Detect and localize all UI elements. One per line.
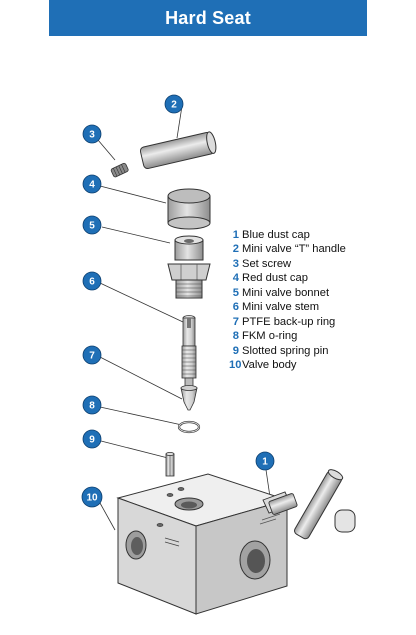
- svg-text:5: 5: [89, 221, 95, 232]
- legend-number: 3: [232, 257, 239, 270]
- legend-label: Set screw: [242, 257, 292, 270]
- callout-8: 8: [82, 395, 102, 415]
- legend-label: Mini valve stem: [242, 301, 320, 314]
- installed-handle-assembly: [268, 469, 356, 540]
- callout-9: 9: [82, 429, 102, 449]
- legend-label: Red dust cap: [242, 272, 308, 285]
- svg-text:6: 6: [89, 277, 95, 288]
- part-valve-stem: [181, 315, 197, 387]
- svg-text:3: 3: [89, 130, 95, 141]
- callout-6: 6: [82, 271, 102, 291]
- callout-5: 5: [82, 215, 102, 235]
- part-valve-body: [116, 473, 292, 615]
- callout-10: 10: [81, 486, 103, 508]
- svg-text:8: 8: [89, 401, 95, 412]
- legend-item: 10Valve body: [229, 358, 414, 372]
- legend-label: Slotted spring pin: [242, 344, 329, 357]
- svg-text:10: 10: [86, 493, 98, 504]
- part-spring-pin: [165, 451, 175, 477]
- legend-number: 10: [229, 359, 242, 372]
- legend-number: 8: [232, 330, 239, 343]
- legend-label: FKM o-ring: [242, 330, 298, 343]
- part-set-screw: [110, 162, 129, 178]
- svg-text:1: 1: [262, 457, 268, 468]
- svg-text:9: 9: [89, 435, 95, 446]
- callout-1: 1: [255, 451, 275, 471]
- part-t-handle: [139, 131, 217, 170]
- part-o-ring: [177, 420, 201, 434]
- page-title: Hard Seat: [165, 7, 251, 28]
- legend-number: 4: [232, 272, 239, 285]
- legend-label: PTFE back-up ring: [242, 315, 336, 328]
- callout-markers: 2 3 4 5 6 7 8 9: [81, 94, 275, 508]
- svg-text:7: 7: [89, 351, 95, 362]
- page-title-banner: Hard Seat: [49, 0, 367, 36]
- callout-2: 2: [164, 94, 184, 114]
- part-red-dust-cap: [167, 188, 211, 230]
- svg-text:4: 4: [89, 180, 95, 191]
- callout-3: 3: [82, 124, 102, 144]
- legend-label: Mini valve bonnet: [242, 286, 330, 299]
- legend-number: 2: [232, 243, 239, 256]
- legend-label: Mini valve “T” handle: [242, 243, 346, 256]
- legend-number: 7: [232, 315, 239, 328]
- callout-4: 4: [82, 174, 102, 194]
- callout-7: 7: [82, 345, 102, 365]
- legend-number: 9: [232, 344, 239, 357]
- legend-label: Blue dust cap: [242, 229, 310, 241]
- legend-label: Valve body: [242, 359, 297, 372]
- legend-number: 1: [232, 229, 239, 241]
- part-bonnet: [167, 235, 211, 299]
- legend-number: 5: [232, 286, 239, 299]
- legend-number: 6: [232, 301, 239, 314]
- svg-text:2: 2: [171, 100, 177, 111]
- part-ptfe-ring: [180, 385, 198, 411]
